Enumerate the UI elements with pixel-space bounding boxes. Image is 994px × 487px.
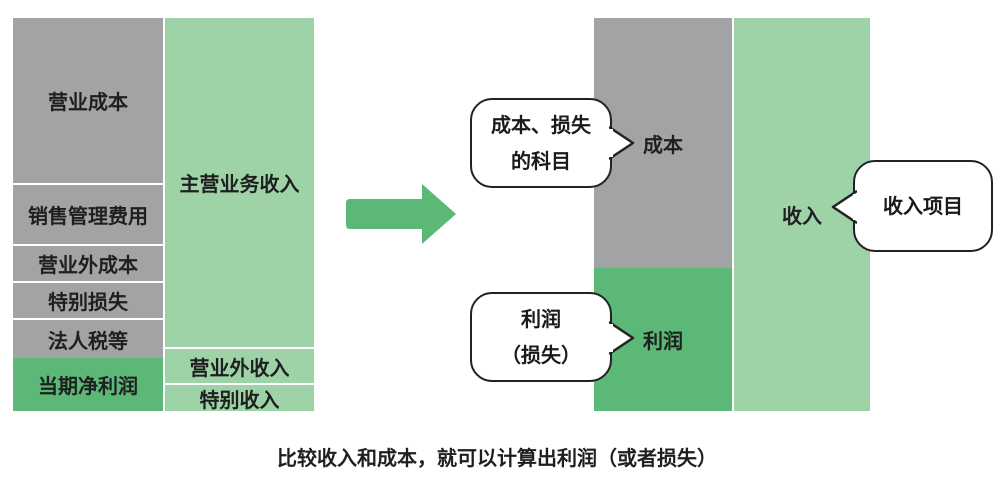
block-corporate-tax: 法人税等: [13, 320, 163, 358]
label-profit: 利润: [643, 329, 683, 353]
callout-income-label: 收入项目: [883, 194, 963, 218]
label-extraordinary-loss: 特别损失: [48, 290, 128, 314]
callout-income-items: 收入项目: [853, 160, 993, 252]
callout-cost-line2: 的科目: [511, 149, 571, 173]
block-extraordinary-income: 特别收入: [165, 383, 314, 412]
label-non-operating-income: 营业外收入: [189, 355, 290, 380]
block-operating-cost: 营业成本: [13, 18, 163, 185]
block-net-profit: 当期净利润: [13, 358, 163, 411]
callout-cost-items: 成本、损失 的科目: [470, 98, 612, 188]
label-sales-admin-expense: 销售管理费用: [28, 204, 148, 228]
callout-income-tail: [831, 190, 857, 224]
block-non-operating-cost: 营业外成本: [13, 246, 163, 283]
label-main-business-income: 主营业务收入: [179, 172, 300, 196]
label-cost: 成本: [643, 132, 683, 157]
block-sales-admin-expense: 销售管理费用: [13, 185, 163, 246]
label-operating-cost: 营业成本: [48, 90, 128, 114]
label-non-operating-cost: 营业外成本: [38, 253, 138, 277]
label-net-profit: 当期净利润: [38, 374, 138, 398]
label-income: 收入: [782, 204, 822, 228]
label-extraordinary-income: 特别收入: [199, 387, 280, 412]
callout-profit-line1: 利润: [521, 307, 561, 331]
callout-cost-tail: [609, 125, 635, 161]
block-main-business-income: 主营业务收入: [165, 18, 314, 347]
callout-profit-line2: （损失）: [501, 343, 581, 367]
block-non-operating-income: 营业外收入: [165, 347, 314, 383]
right-arrow-icon: [346, 184, 456, 244]
callout-profit-tail: [609, 320, 635, 356]
caption: 比较收入和成本，就可以计算出利润（或者损失）: [277, 446, 717, 470]
callout-cost-line1: 成本、损失: [491, 113, 591, 137]
callout-profit: 利润 （损失）: [470, 292, 612, 382]
label-corporate-tax: 法人税等: [48, 328, 128, 353]
block-extraordinary-loss: 特别损失: [13, 283, 163, 320]
